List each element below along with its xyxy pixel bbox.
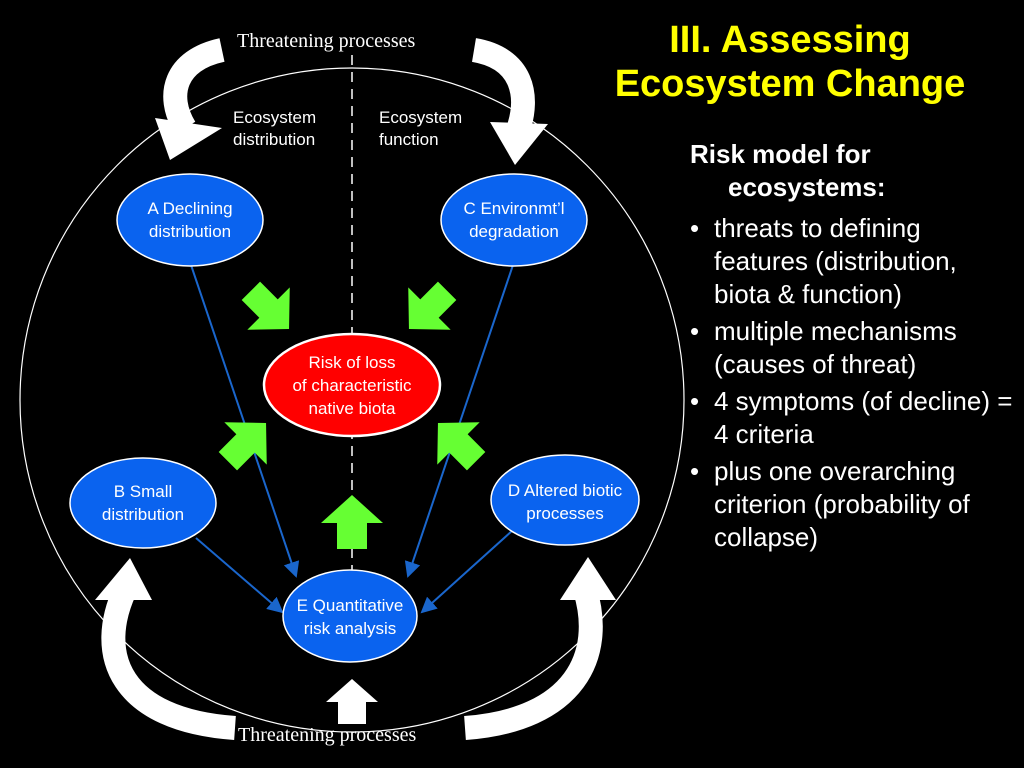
node-risk-line3: native biota [308, 399, 396, 418]
node-c-line1: C Environmt’l [463, 199, 565, 218]
threat-arrows [101, 38, 603, 740]
threat-arrowhead-bottom-left [95, 558, 152, 600]
threat-arrow-bottom-left [101, 584, 236, 740]
node-c-environmental-degradation [440, 173, 588, 267]
green-arrow-c-to-risk [408, 281, 457, 330]
green-arrow-b-to-risk [218, 422, 267, 471]
node-d-label: D Altered biotic processes [491, 479, 639, 525]
connector-lines [189, 261, 515, 614]
green-arrows [218, 281, 486, 549]
node-risk-line1: Risk of loss [308, 353, 396, 372]
bullet-list: threats to defining features (distributi… [690, 212, 1020, 554]
ecosystem-distribution-label: Ecosystem distribution [233, 107, 316, 151]
bullet-item: threats to defining features (distributi… [690, 212, 1020, 311]
ecosystem-distribution-line1: Ecosystem [233, 108, 317, 127]
slide-title-line1: III. Assessing [669, 19, 911, 61]
ecosystem-function-line1: Ecosystem [379, 108, 463, 127]
node-a-line2: distribution [148, 222, 232, 241]
risk-model-heading: Risk model for ecosystems: [690, 138, 1020, 204]
node-e-label: E Quantitative risk analysis [283, 594, 417, 640]
green-arrow-a-to-risk [241, 281, 290, 330]
node-risk-of-loss [262, 332, 442, 438]
green-arrow-e-to-risk [321, 495, 383, 549]
node-b-label: B Small distribution [70, 480, 216, 526]
white-up-arrow [326, 679, 378, 724]
node-e-line2: risk analysis [303, 619, 397, 638]
node-e-quantitative-risk-analysis [282, 569, 418, 663]
threatening-processes-top-label: Threatening processes [237, 30, 416, 52]
node-c-label: C Environmt’l degradation [441, 197, 587, 243]
green-arrow-d-to-risk [437, 422, 486, 471]
threat-arrow-top-right [471, 38, 535, 134]
ecosystem-function-line2: function [379, 130, 439, 149]
ecosystem-circle [19, 67, 685, 733]
slide-title-line2: Ecosystem Change [614, 63, 966, 105]
bullet-item: 4 symptoms (of decline) = 4 criteria [690, 385, 1020, 451]
ecosystem-function-label: Ecosystem function [379, 107, 462, 151]
node-d-line2: processes [526, 504, 604, 523]
node-b-line2: distribution [101, 505, 185, 524]
threat-arrow-top-left [163, 38, 226, 135]
bullet-item: plus one overarching criterion (probabil… [690, 455, 1020, 554]
risk-model-heading-line2: ecosystems: [728, 172, 886, 202]
node-b-line1: B Small [113, 482, 173, 501]
bullet-item: multiple mechanisms (causes of threat) [690, 315, 1020, 381]
threatening-processes-bottom-label: Threatening processes [238, 724, 417, 746]
slide-title: III. Assessing Ecosystem Change [560, 18, 1020, 106]
node-c-line2: degradation [469, 222, 559, 241]
node-e-line1: E Quantitative [296, 596, 404, 615]
threat-arrow-bottom-right [464, 586, 603, 740]
threat-arrowhead-top-left [155, 118, 222, 160]
threat-arrowhead-bottom-right [560, 557, 616, 600]
node-a-line1: A Declining [147, 199, 233, 218]
node-risk-label: Risk of loss of characteristic native bi… [264, 351, 440, 420]
node-a-label: A Declining distribution [117, 197, 263, 243]
node-a-declining-distribution [116, 173, 264, 267]
ecosystem-distribution-line2: distribution [233, 130, 316, 149]
node-d-line1: D Altered biotic [507, 481, 623, 500]
threat-arrowhead-top-right [490, 122, 548, 165]
risk-model-bullets: Risk model for ecosystems: threats to de… [690, 138, 1020, 558]
node-risk-line2: of characteristic [292, 376, 412, 395]
node-d-altered-biotic-processes [490, 454, 640, 546]
risk-model-heading-line1: Risk model for [690, 139, 871, 169]
node-b-small-distribution [69, 457, 217, 549]
